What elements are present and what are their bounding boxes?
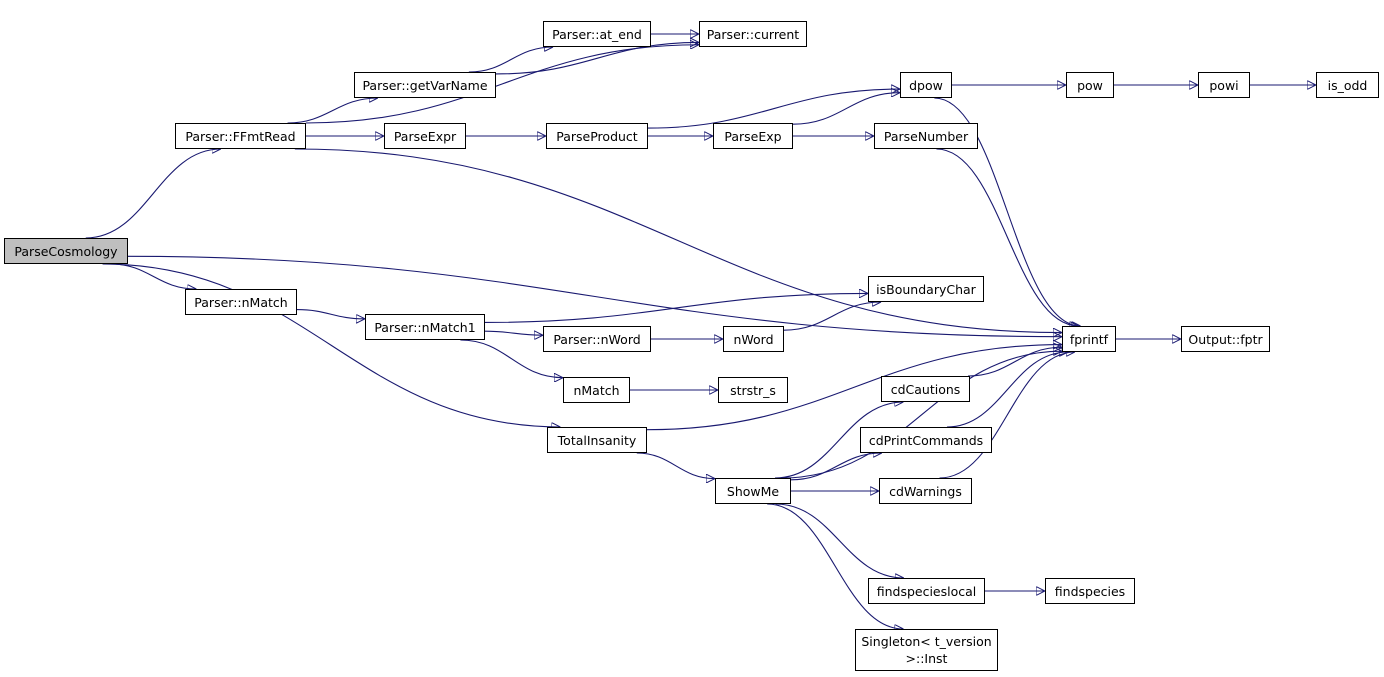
edge-cdprintcommands-to-fprintf [946, 352, 1068, 428]
node-parser-nmatch1-label: Parser::nMatch1 [374, 319, 476, 335]
edge-nmatch1-to-nwordp [484, 330, 543, 335]
node-pow-label: pow [1077, 77, 1103, 93]
node-singleton-inst[interactable]: Singleton< t_version>::Inst [855, 629, 998, 671]
edge-parsenumber-to-fprintf [936, 148, 1078, 326]
node-parsecosmology[interactable]: ParseCosmology [4, 238, 128, 264]
node-output-fptr[interactable]: Output::fptr [1181, 326, 1270, 352]
node-dpow-label: dpow [909, 77, 943, 93]
node-fprintf-label: fprintf [1069, 331, 1109, 347]
node-parser-at-end-label: Parser::at_end [552, 26, 642, 42]
node-isboundarychar[interactable]: isBoundaryChar [868, 276, 984, 302]
node-powi-label: powi [1209, 77, 1239, 93]
node-parser-getvarname-label: Parser::getVarName [362, 77, 488, 93]
node-parseexp-label: ParseExp [724, 128, 782, 144]
node-dpow[interactable]: dpow [900, 72, 952, 98]
node-cdwarnings-label: cdWarnings [889, 483, 962, 499]
node-parseproduct-label: ParseProduct [556, 128, 638, 144]
edge-showme-to-singleton [767, 503, 903, 629]
node-nword[interactable]: nWord [723, 326, 784, 352]
node-nmatch-label: nMatch [573, 382, 620, 398]
node-cdcautions[interactable]: cdCautions [881, 376, 970, 402]
edge-getvarname-to-current [495, 42, 699, 75]
edge-totalinsanity-to-showme [636, 452, 715, 479]
edge-cdcautions-to-fprintf [968, 347, 1062, 377]
node-parser-getvarname[interactable]: Parser::getVarName [354, 72, 496, 98]
edge-nmatch1-to-nmatch [460, 339, 563, 378]
edge-nmatch1-to-isboundarychar [484, 293, 868, 323]
edge-nword-to-isboundarychar [783, 302, 881, 331]
node-is-odd-label: is_odd [1327, 77, 1368, 93]
node-parsenumber-label: ParseNumber [883, 128, 969, 144]
node-parseexp[interactable]: ParseExp [713, 123, 793, 149]
node-is-odd[interactable]: is_odd [1316, 72, 1379, 98]
edge-cdwarnings-to-fprintf [939, 352, 1075, 479]
node-parser-nmatch1[interactable]: Parser::nMatch1 [365, 314, 485, 340]
edge-ffmtread-to-getvarname [287, 98, 378, 124]
node-findspecies-label: findspecies [1054, 583, 1126, 599]
node-nword-label: nWord [733, 331, 774, 347]
node-strstr-s[interactable]: strstr_s [718, 377, 788, 403]
node-findspecies[interactable]: findspecies [1045, 578, 1135, 604]
node-fprintf[interactable]: fprintf [1062, 326, 1116, 352]
node-parseproduct[interactable]: ParseProduct [546, 123, 648, 149]
node-findspecieslocal[interactable]: findspecieslocal [868, 578, 985, 604]
node-parsecosmology-label: ParseCosmology [14, 243, 118, 259]
node-cdcautions-label: cdCautions [890, 381, 961, 397]
node-cdwarnings[interactable]: cdWarnings [879, 478, 972, 504]
node-parser-ffmtread-label: Parser::FFmtRead [185, 128, 296, 144]
edge-ffmtread-to-fprintf [294, 148, 1062, 333]
node-nmatch[interactable]: nMatch [563, 377, 630, 403]
node-parsenumber[interactable]: ParseNumber [874, 123, 978, 149]
node-parser-current[interactable]: Parser::current [699, 21, 807, 47]
edge-showme-to-findspecieslocal [775, 503, 904, 578]
node-parser-nword[interactable]: Parser::nWord [543, 326, 651, 352]
edge-parsecosmology-to-totalinsanity [102, 263, 561, 427]
edge-totalinsanity-to-fprintf [646, 345, 1062, 431]
node-singleton-inst-label-line1: Singleton< t_version [861, 634, 992, 649]
edge-getvarname-to-at-end [468, 47, 553, 73]
node-parser-at-end[interactable]: Parser::at_end [543, 21, 651, 47]
node-cdprintcommands[interactable]: cdPrintCommands [860, 427, 992, 453]
edge-parseexp-to-dpow [792, 93, 900, 125]
node-isboundarychar-label: isBoundaryChar [876, 281, 976, 297]
node-strstr-s-label: strstr_s [730, 382, 776, 398]
edge-parsecosmology-to-ffmtread [85, 149, 221, 239]
node-powi[interactable]: powi [1198, 72, 1250, 98]
node-parseexpr[interactable]: ParseExpr [384, 123, 466, 149]
node-cdprintcommands-label: cdPrintCommands [868, 432, 984, 448]
node-pow[interactable]: pow [1066, 72, 1114, 98]
edge-showme-to-cdprintcommands [790, 453, 882, 481]
node-parser-nmatch-label: Parser::nMatch [194, 294, 288, 310]
node-showme[interactable]: ShowMe [715, 478, 791, 504]
node-parser-nmatch[interactable]: Parser::nMatch [185, 289, 297, 315]
edge-showme-to-cdcautions [774, 402, 904, 479]
node-parser-ffmtread[interactable]: Parser::FFmtRead [175, 123, 306, 149]
node-parser-nword-label: Parser::nWord [553, 331, 641, 347]
node-parser-current-label: Parser::current [706, 26, 800, 42]
node-totalinsanity-label: TotalInsanity [557, 432, 637, 448]
edge-showme-to-fprintf [781, 351, 1062, 479]
edge-dpow-to-fprintf [934, 97, 1080, 326]
edge-parseproduct-to-dpow [647, 89, 900, 129]
node-parseexpr-label: ParseExpr [393, 128, 457, 144]
node-findspecieslocal-label: findspecieslocal [876, 583, 977, 599]
node-singleton-inst-label-line2: >::Inst [905, 651, 948, 666]
edge-parsecosmology-to-fprintf [127, 255, 1062, 336]
node-showme-label: ShowMe [726, 483, 780, 499]
node-totalinsanity[interactable]: TotalInsanity [547, 427, 647, 453]
edge-nmatchp-to-nmatch1 [296, 309, 365, 319]
node-output-fptr-label: Output::fptr [1188, 331, 1263, 347]
